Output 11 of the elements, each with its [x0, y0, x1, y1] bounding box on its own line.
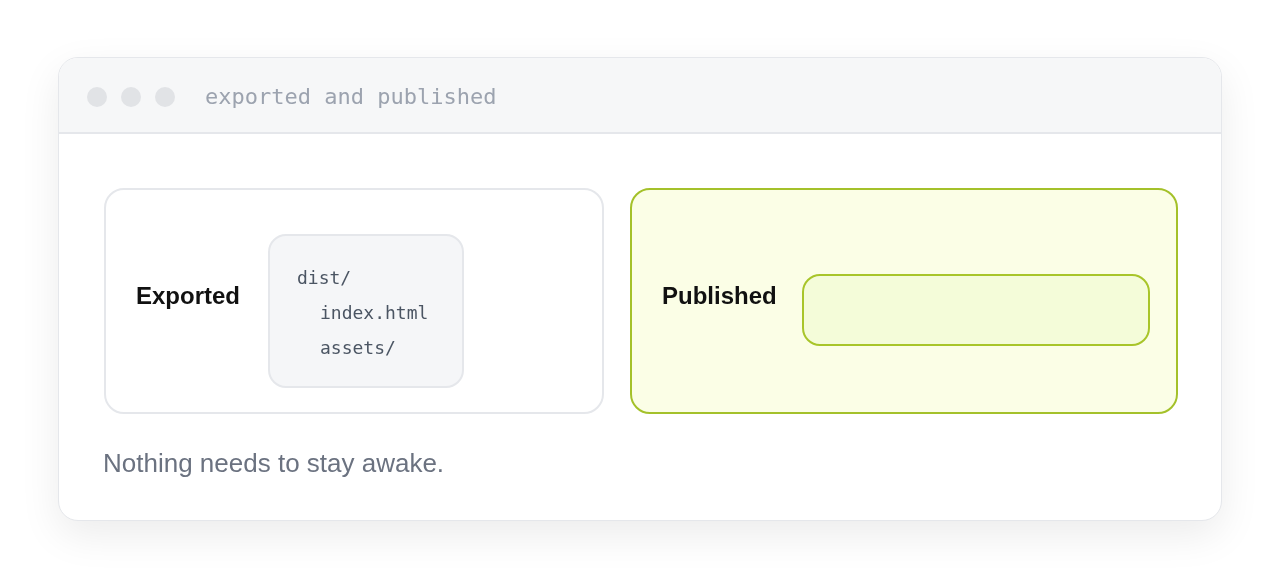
- panel-heading: Published: [662, 281, 777, 311]
- highlighted-panel: [630, 188, 1178, 414]
- file-tree-item: index.html: [320, 301, 429, 325]
- file-tree-item: assets/: [320, 336, 396, 360]
- folder-name: dist/: [297, 266, 352, 290]
- caption: Nothing needs to stay awake.: [103, 447, 445, 480]
- blank-card: [802, 274, 1150, 346]
- file-tree-card: [268, 234, 464, 388]
- window-title: exported and published: [205, 83, 497, 111]
- panel: [104, 188, 604, 414]
- panel-heading: Exported: [136, 281, 240, 311]
